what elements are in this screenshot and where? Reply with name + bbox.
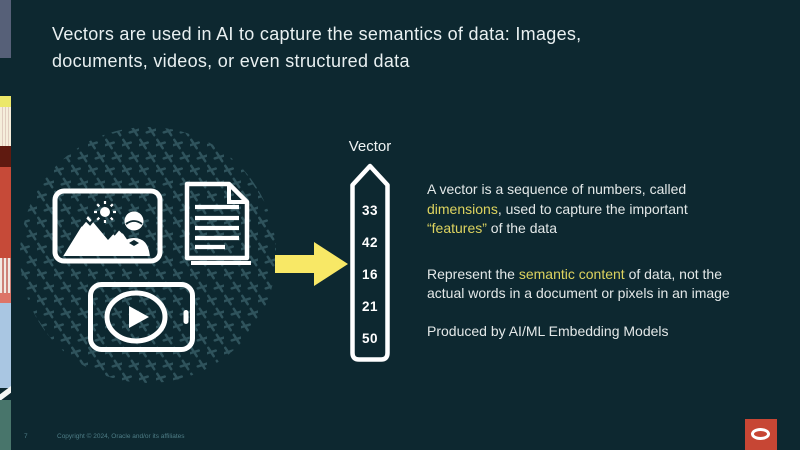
slide-title-line-2: documents, videos, or even structured da… [52,51,410,71]
stripe-segment-slate [0,0,11,58]
vector-value: 21 [361,299,379,314]
paragraph-semantic: Represent the semantic content of data, … [427,265,757,304]
document-icon [184,181,251,265]
video-icon [88,282,195,352]
stripe-segment-cream [0,107,11,146]
highlight-semantic-content: semantic content [518,265,625,282]
slide-title: Vectors are used in AI to capture the se… [52,21,752,75]
text-run: , used to capture the important [497,200,688,217]
text-run: of the data [486,220,557,236]
play-triangle-icon [129,306,149,328]
oracle-logo-icon [745,419,777,450]
play-circle-icon [104,290,168,344]
vector-values: 33 42 16 21 50 [344,158,396,368]
highlight-dimensions: dimensions [427,200,498,217]
oracle-o-icon [751,428,770,440]
text-run: Produced by AI/ML Embedding Models [427,322,669,339]
image-icon [52,188,163,264]
highlight-features: “features” [427,220,487,236]
media-types-illustration [20,127,276,383]
vector-value: 42 [361,235,379,250]
vector-value: 50 [361,331,379,346]
vector-label: Vector [348,138,392,155]
person-shape [118,211,150,256]
sun-icon [94,201,116,223]
text-run: Represent the [427,265,519,282]
stripe-segment-lightblue [0,303,11,388]
tablet-button [183,310,189,324]
vector-value: 16 [361,267,379,282]
stripe-segment-pinstripes [0,258,11,293]
text-run: of data, not the [624,265,722,282]
body-text: A vector is a sequence of numbers, calle… [427,180,757,341]
copyright-notice: Copyright © 2024, Oracle and/or its affi… [57,433,185,440]
slide-title-line-1: Vectors are used in AI to capture the se… [52,24,582,44]
page-number: 7 [24,433,28,440]
stripe-segment-yellow [0,96,11,107]
paragraph-produced-by: Produced by AI/ML Embedding Models [427,322,757,342]
stripe-segment-red [0,167,11,258]
vector-column-shape [350,163,390,362]
text-run: actual words in a document or pixels in … [427,285,730,301]
stripe-segment-white [0,386,11,401]
vector-value: 33 [361,203,379,218]
paragraph-definition: A vector is a sequence of numbers, calle… [427,180,757,239]
stripe-segment-maroon [0,146,11,167]
stripe-segment-green [0,400,11,450]
stripe-segment-salmon [0,293,11,303]
right-arrow-icon [275,242,348,286]
text-run: A vector is a sequence of numbers, calle… [427,181,687,197]
